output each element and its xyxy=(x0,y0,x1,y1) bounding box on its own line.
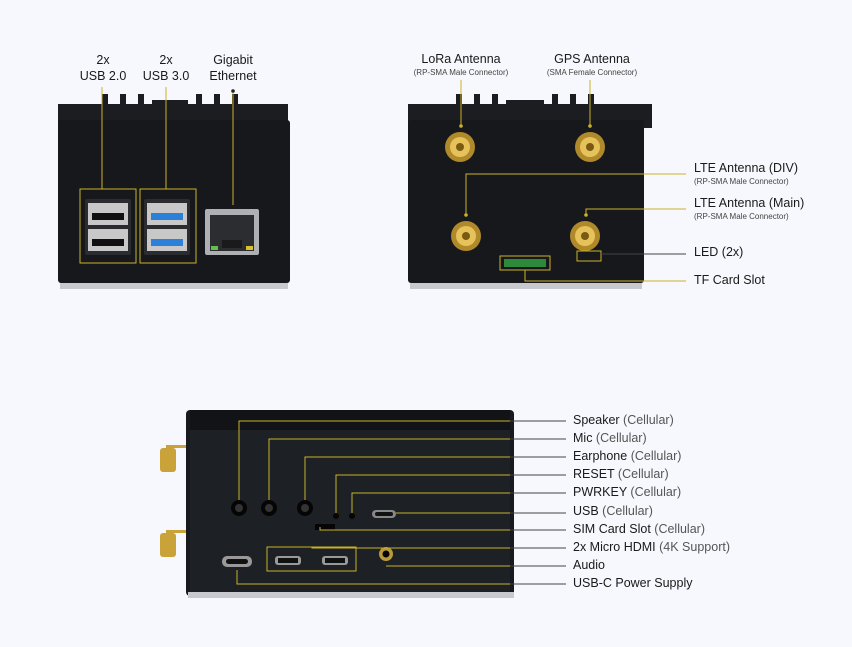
label-audio: Audio xyxy=(573,558,605,572)
label-ethernet: Gigabit Ethernet xyxy=(209,53,257,83)
label-pwrkey: PWRKEY (Cellular) xyxy=(573,485,682,499)
label-usbc-power: USB-C Power Supply xyxy=(573,576,693,590)
label-lora-antenna: LoRa Antenna (RP-SMA Male Connector) xyxy=(413,52,509,77)
label-lte-main: LTE Antenna (Main) (RP-SMA Male Connecto… xyxy=(694,196,805,221)
label-usb2: 2x USB 2.0 xyxy=(79,53,127,83)
label-led: LED (2x) xyxy=(694,245,744,259)
label-usb3: 2x USB 3.0 xyxy=(142,53,190,83)
back-view xyxy=(408,80,686,289)
label-earphone: Earphone (Cellular) xyxy=(573,449,682,463)
label-reset: RESET (Cellular) xyxy=(573,467,669,481)
label-gps-antenna: GPS Antenna (SMA Female Connector) xyxy=(546,52,638,77)
label-sim-slot: SIM Card Slot (Cellular) xyxy=(573,522,705,536)
label-tf-card: TF Card Slot xyxy=(694,273,765,287)
label-speaker: Speaker (Cellular) xyxy=(573,413,674,427)
label-usb-cellular: USB (Cellular) xyxy=(573,504,653,518)
antenna-connectors xyxy=(445,132,605,251)
ethernet-port xyxy=(205,209,259,255)
label-lte-div: LTE Antenna (DIV) (RP-SMA Male Connector… xyxy=(694,161,798,186)
side-view xyxy=(160,410,566,598)
side-leaders xyxy=(236,420,566,585)
side-ports xyxy=(222,500,396,567)
label-micro-hdmi: 2x Micro HDMI (4K Support) xyxy=(573,540,730,554)
usb2-ports xyxy=(85,199,131,255)
usb3-ports xyxy=(144,199,190,255)
label-mic: Mic (Cellular) xyxy=(573,431,647,445)
front-view xyxy=(58,87,290,289)
